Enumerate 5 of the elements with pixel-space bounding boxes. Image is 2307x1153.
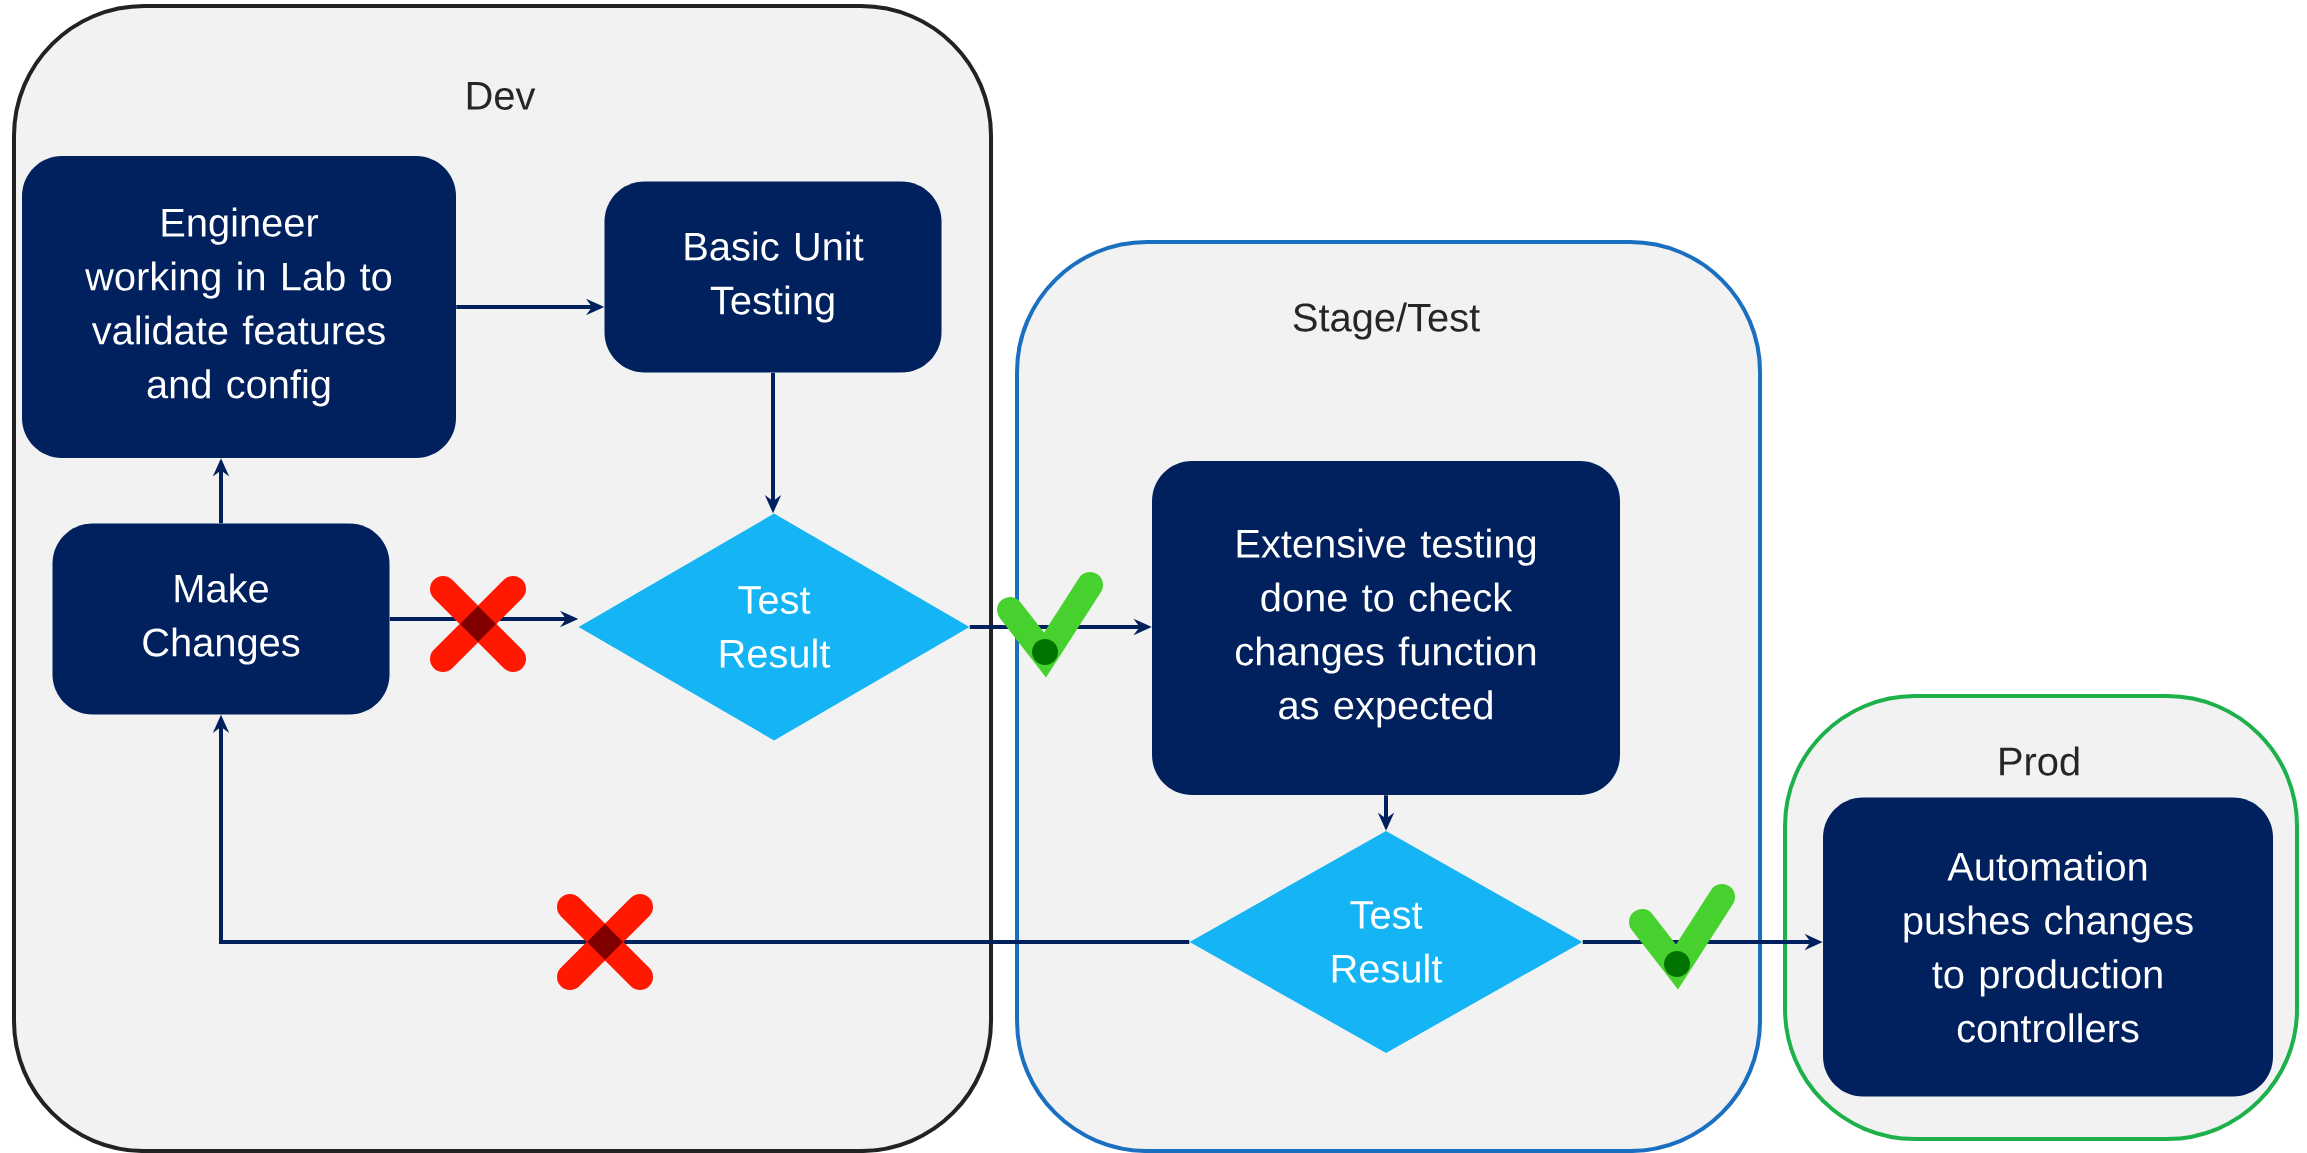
process-box: Make Changes xyxy=(52,523,390,715)
process-box: Automation pushes changes to production controllers xyxy=(1823,797,2274,1097)
process-box: Basic Unit Testing xyxy=(604,181,942,373)
process-box: Engineer working in Lab to validate features and config xyxy=(22,156,456,458)
process-box: Extensive testing done to check changes function as expected xyxy=(1152,461,1621,795)
